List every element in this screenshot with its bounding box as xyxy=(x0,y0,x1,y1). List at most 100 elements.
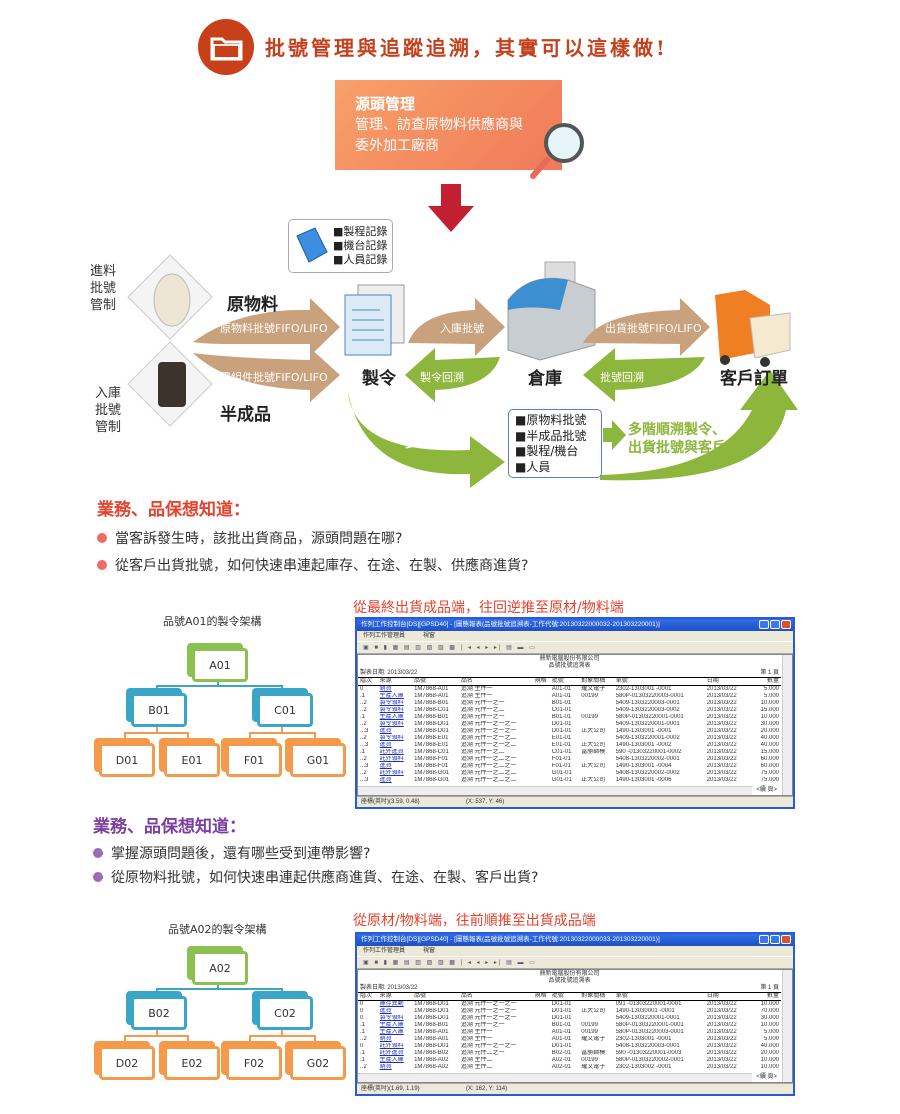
table-cell[interactable]: 銷貨 xyxy=(379,686,392,692)
table-cell: G01-01 xyxy=(551,777,572,783)
table-cell: 5408-1303220002-0001 xyxy=(615,756,680,762)
table-cell[interactable]: 製令領料 xyxy=(379,700,404,706)
table-cell: 0 xyxy=(360,1008,364,1014)
minimize-button[interactable] xyxy=(759,620,769,629)
table-cell[interactable]: 生產入庫 xyxy=(379,1029,404,1035)
maximize-button[interactable] xyxy=(770,620,780,629)
table-cell[interactable]: 託外領料 xyxy=(379,1043,404,1049)
table-cell: 580P-01303220003-0001 xyxy=(615,1029,684,1035)
table-cell[interactable]: 託外領料 xyxy=(379,770,404,776)
table-cell: 2013/03/22 xyxy=(706,777,737,783)
table-cell[interactable]: 庫存異動 xyxy=(379,1001,404,1007)
close-button[interactable] xyxy=(781,935,791,944)
table-cell[interactable]: 生產入庫 xyxy=(379,693,404,699)
table-cell: 追溯 主件二 xyxy=(460,1057,493,1063)
table-cell[interactable]: 託外進貨 xyxy=(379,1050,404,1056)
table-cell[interactable]: 託外進貨 xyxy=(379,749,404,755)
table-cell[interactable]: 進貨 xyxy=(379,742,392,748)
folder-icon xyxy=(198,19,254,75)
next-page-label[interactable]: <續 頁> xyxy=(756,1073,777,1080)
table-cell[interactable]: 製令領料 xyxy=(379,721,404,727)
table-cell[interactable]: 製令領料 xyxy=(379,707,404,713)
horizontal-scrollbar[interactable] xyxy=(358,785,753,795)
menu-item[interactable]: 作列工作管理員 xyxy=(363,948,406,954)
section2-bullet: 從原物料批號，如何快速串連起供應商進貨、在途、在製、客戶出貨? xyxy=(93,867,538,887)
table-cell[interactable]: 製令領料 xyxy=(379,1015,404,1021)
column-header: 數量 xyxy=(748,677,781,686)
table-cell: .1 xyxy=(360,749,366,755)
table-cell xyxy=(579,1015,613,1022)
table-cell[interactable]: 託外領料 xyxy=(379,756,404,762)
vertical-scrollbar[interactable] xyxy=(782,970,792,1082)
table-cell[interactable]: 製令領料 xyxy=(379,735,404,741)
table-cell: 590 -01303220001-0002 xyxy=(615,749,682,755)
table-cell xyxy=(533,1001,550,1009)
horizontal-scrollbar[interactable] xyxy=(358,1072,753,1082)
table-cell: 2013/03/22 xyxy=(706,763,737,769)
close-button[interactable] xyxy=(781,620,791,629)
table-cell[interactable]: 進貨 xyxy=(379,728,392,734)
menu-item[interactable]: 作列工作管理員 xyxy=(363,633,406,639)
window-titlebar[interactable]: 作列工作控制台[DS][GPSD40] - [圖態報表(品號批號追溯表-工作代號… xyxy=(357,619,793,631)
table-cell[interactable]: 生產入庫 xyxy=(379,714,404,720)
menu-item[interactable]: 視窗 xyxy=(423,633,436,639)
table-cell: .1 xyxy=(360,1050,366,1056)
maximize-button[interactable] xyxy=(770,935,780,944)
table-cell: 2013/03/22 xyxy=(706,735,737,741)
table-cell xyxy=(579,1001,613,1009)
table-cell: 1M7868-D01 xyxy=(414,1001,449,1007)
table-cell: 1M7868-D01 xyxy=(414,1015,449,1021)
table-cell: 1M7868-A01 xyxy=(414,1036,449,1042)
table-cell: 0 xyxy=(360,1043,364,1049)
table-cell: 1490-13030001 -0001 xyxy=(615,1008,675,1014)
table-cell: D01-01 xyxy=(551,728,572,734)
table-cell[interactable]: 銷貨 xyxy=(379,1036,392,1042)
window-titlebar[interactable]: 作列工作控制台[DS][GPSD40] - [圖態報表(品號批號追溯表-工作代號… xyxy=(357,934,793,946)
table-cell[interactable]: 進貨 xyxy=(379,777,392,783)
tree-node-c01: C01 xyxy=(257,693,313,727)
table-cell: 追溯 元件一之一之二 xyxy=(460,742,517,748)
multi-back-arrow xyxy=(348,392,505,488)
down-arrow-icon xyxy=(428,184,474,232)
next-page-label[interactable]: <續 頁> xyxy=(756,786,777,793)
report-name: 品號批號追溯表 xyxy=(548,663,591,669)
table-cell: 0 xyxy=(360,1015,364,1021)
vertical-scrollbar[interactable] xyxy=(782,655,792,795)
column-header: 品號 xyxy=(412,992,459,1001)
table-cell: ..2 xyxy=(360,707,367,713)
toolbar[interactable]: ▣ ■ ▮ ▦ ▤ ▥ ▧ ▨ ▩ | ◂ ◂ ▸ ▸| ▤ ▬ ▭ xyxy=(357,641,793,654)
table-cell: 耀文電子 xyxy=(581,686,606,692)
minimize-button[interactable] xyxy=(759,935,769,944)
table-cell: 2013/03/22 xyxy=(706,1064,737,1070)
table-cell: 70.000 xyxy=(760,1008,779,1014)
column-header: 批號 xyxy=(549,677,580,686)
forward-caption: 從原材/物料端，往前順推至出貨成品端 xyxy=(353,913,596,929)
table-cell: 2013/03/22 xyxy=(706,1008,737,1014)
menu-item[interactable]: 視窗 xyxy=(423,948,436,954)
table-cell: 5409-1303220001-0001 xyxy=(615,1015,680,1021)
toolbar[interactable]: ▣ ■ ▮ ▦ ▤ ▥ ▧ ▨ ▩ | ◂ ◂ ▸ ▸| ▤ ▬ ▭ xyxy=(357,956,793,969)
table-cell: 追溯 元件一之一之一 xyxy=(460,728,517,734)
table-cell xyxy=(533,1029,550,1036)
table-cell[interactable]: 進貨 xyxy=(379,763,392,769)
table-cell: 追溯 元件一之一之一 xyxy=(460,1008,517,1014)
table-cell: 2013/03/22 xyxy=(706,700,737,706)
table-cell[interactable]: 進貨 xyxy=(379,1008,392,1014)
table-cell: B01-01 xyxy=(551,714,572,720)
table-cell[interactable]: 銷貨 xyxy=(379,1064,392,1070)
table-cell: A02-01 xyxy=(551,1064,572,1070)
records-bubble: ■製程記錄 ■機台記錄 ■人員記錄 xyxy=(288,219,393,273)
table-cell: 追溯 主件一 xyxy=(460,686,493,692)
column-header: 日期 xyxy=(704,992,749,1001)
table-cell: 2013/03/22 xyxy=(706,749,737,755)
table-cell xyxy=(533,1036,550,1043)
table-cell[interactable]: 生產入庫 xyxy=(379,1022,404,1028)
table-cell: A01-01 xyxy=(551,1029,572,1035)
table-cell[interactable]: 生產入庫 xyxy=(379,1057,404,1063)
table-cell: C01-01 xyxy=(551,707,572,713)
table-cell: 1M7868-E01 xyxy=(414,742,449,748)
trace-item: ■製程/機台 xyxy=(515,444,579,458)
